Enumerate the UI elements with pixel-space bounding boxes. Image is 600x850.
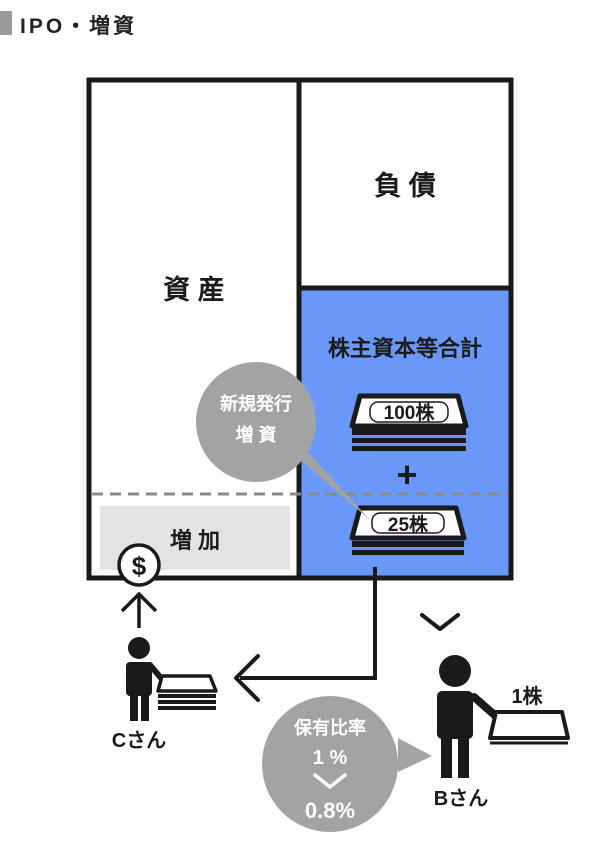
assets-box bbox=[86, 77, 302, 581]
liabilities-label: 負 債 bbox=[374, 171, 436, 201]
chevron-down-icon bbox=[420, 613, 460, 631]
equity-label: 株主資本等合計 bbox=[328, 336, 482, 361]
banknote-icon bbox=[488, 710, 570, 745]
liabilities-box bbox=[296, 77, 514, 291]
person-b-label: Bさん bbox=[434, 787, 488, 810]
ownership-title: 保有比率 bbox=[293, 717, 366, 738]
ownership-after: 0.8% bbox=[305, 798, 355, 823]
arrow-left-icon bbox=[234, 654, 260, 702]
header-marker bbox=[0, 11, 12, 35]
chevron-down-icon bbox=[313, 773, 347, 789]
existing-shares-label: 100株 bbox=[384, 401, 436, 424]
new-shares-label: 25株 bbox=[388, 513, 429, 536]
assets-label: 資 産 bbox=[163, 274, 225, 305]
svg-text:$: $ bbox=[132, 551, 147, 581]
arrow-up-icon bbox=[120, 592, 158, 628]
ownership-before: 1 % bbox=[313, 747, 348, 769]
new-issuance-callout bbox=[196, 362, 370, 520]
person-b-shares-label: 1株 bbox=[511, 685, 543, 708]
flow-line bbox=[240, 567, 377, 680]
callout-line-2: 増 資 bbox=[235, 424, 276, 445]
plus-sign: + bbox=[396, 454, 417, 495]
dollar-coin-icon: $ bbox=[117, 543, 161, 587]
callout-line-1: 新規発行 bbox=[220, 393, 292, 414]
banknote-stack-icon bbox=[349, 393, 469, 451]
banknote-stack-icon bbox=[349, 505, 467, 555]
banknote-stack-icon bbox=[156, 674, 218, 710]
page-title: IPO・増資 bbox=[20, 14, 137, 38]
person-c-label: Cさん bbox=[112, 729, 166, 752]
person-b-icon bbox=[437, 655, 502, 778]
increase-label: 増 加 bbox=[170, 528, 220, 553]
ownership-bubble bbox=[262, 696, 432, 832]
